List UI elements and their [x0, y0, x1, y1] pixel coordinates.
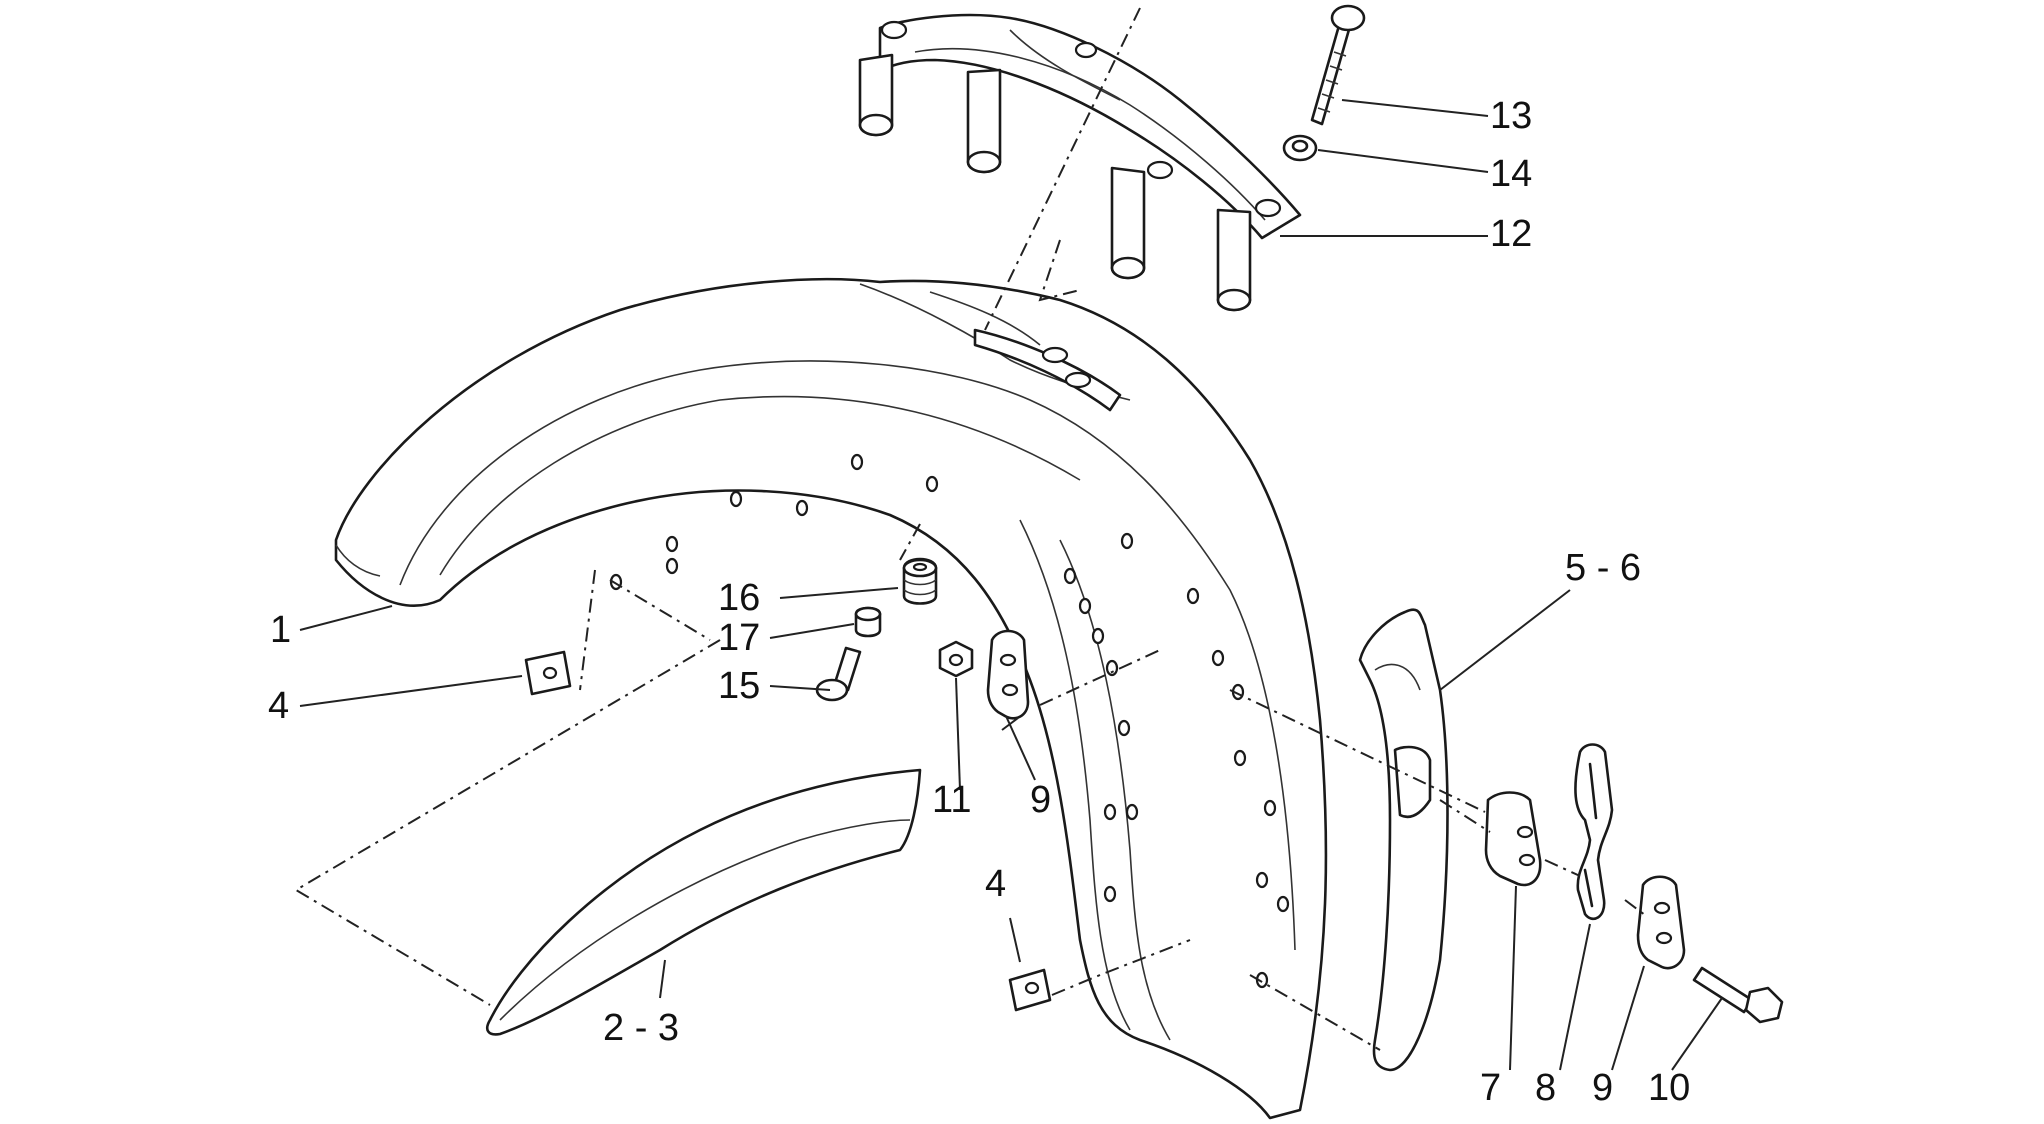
assembly-lines	[294, 7, 1646, 1051]
fork-bridge-part	[858, 13, 1302, 312]
callout-14: 14	[1490, 153, 1532, 195]
callout-15: 15	[718, 665, 760, 707]
callout-8: 8	[1535, 1067, 1556, 1109]
callout-5-6: 5 - 6	[1565, 547, 1641, 589]
callout-16: 16	[718, 577, 760, 619]
callout-4-upper: 4	[268, 685, 289, 727]
callout-17: 17	[718, 617, 760, 659]
washer-part-14	[1282, 134, 1318, 162]
callout-11: 11	[932, 779, 971, 821]
callout-12: 12	[1490, 213, 1532, 255]
callout-2-3: 2 - 3	[603, 1007, 679, 1049]
callout-1: 1	[270, 609, 291, 651]
front-fender-part-1	[334, 277, 1328, 1120]
speed-nut-part-4-lower	[1008, 968, 1052, 1012]
wire-bracket-part-8	[1574, 743, 1614, 921]
spacer-part-17	[854, 606, 882, 638]
clamp-block-part-7	[1484, 791, 1542, 887]
bolt-part-10	[1692, 966, 1784, 1024]
plate-part-9-left	[986, 629, 1030, 720]
fender-trim-part-2-3	[486, 768, 922, 1036]
callouts: 1 4 16 17 15 11 9 4 2 - 3 13 14 12 5 - 6…	[268, 95, 1690, 1109]
callout-4-lower: 4	[985, 863, 1006, 905]
speed-nut-part-4-upper	[524, 650, 572, 696]
callout-13: 13	[1490, 95, 1532, 137]
callout-7: 7	[1480, 1067, 1501, 1109]
screw-part-15	[815, 646, 862, 702]
grommet-part-16	[902, 557, 938, 605]
leader-lines	[299, 99, 1723, 1071]
callout-10: 10	[1648, 1067, 1690, 1109]
callout-9-right: 9	[1592, 1067, 1613, 1109]
bolt-part-13	[1310, 4, 1366, 126]
nut-part-11	[938, 640, 974, 678]
plate-part-9-right	[1636, 875, 1686, 970]
callout-9-left: 9	[1030, 779, 1051, 821]
side-trim-part-5-6	[1358, 608, 1449, 1072]
